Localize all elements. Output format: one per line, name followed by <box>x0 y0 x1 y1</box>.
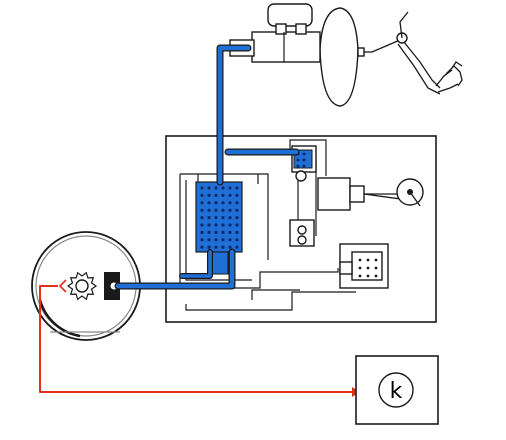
solenoid-dot <box>221 223 225 227</box>
solenoid-dot <box>235 223 239 227</box>
solenoid-dot <box>228 186 232 190</box>
solenoid-dot <box>207 216 211 220</box>
solenoid-dot <box>221 193 225 197</box>
solenoid-dot <box>228 208 232 212</box>
return-pump <box>317 177 424 211</box>
solenoid-dot <box>221 216 225 220</box>
solenoid-dot <box>207 186 211 190</box>
solenoid-dot <box>214 208 218 212</box>
solenoid-dot <box>221 245 225 249</box>
solenoid-dot <box>228 201 232 205</box>
hydraulic-lines <box>114 44 300 290</box>
solenoid-dot <box>228 193 232 197</box>
solenoid-dot <box>207 245 211 249</box>
control-unit: k <box>355 355 439 425</box>
solenoid-dot <box>200 193 204 197</box>
solenoid-dot <box>214 216 218 220</box>
brake-booster <box>319 7 372 107</box>
solenoid-dot <box>200 230 204 234</box>
solenoid-dot <box>235 193 239 197</box>
solenoid-dot <box>214 201 218 205</box>
solenoid-dot <box>221 208 225 212</box>
solenoid-dot <box>200 216 204 220</box>
accumulator <box>339 243 389 289</box>
solenoid-dot <box>221 230 225 234</box>
solenoid-dot-grid <box>200 186 239 249</box>
solenoid-dot <box>235 208 239 212</box>
brake-pedal <box>371 11 463 95</box>
solenoid-dot <box>207 208 211 212</box>
sensor-signal-wire <box>39 285 352 393</box>
outlet-valve <box>289 219 315 247</box>
solenoid-dot <box>221 201 225 205</box>
solenoid-valve <box>195 181 243 275</box>
solenoid-dot <box>200 238 204 242</box>
solenoid-dot <box>228 245 232 249</box>
solenoid-dot <box>228 223 232 227</box>
solenoid-dot <box>207 201 211 205</box>
solenoid-dot <box>235 238 239 242</box>
solenoid-dot <box>200 245 204 249</box>
solenoid-dot <box>200 223 204 227</box>
solenoid-dot <box>214 223 218 227</box>
control-unit-symbol: k <box>390 379 403 404</box>
solenoid-dot <box>221 186 225 190</box>
solenoid-dot <box>228 216 232 220</box>
wheel-speed-sensor <box>58 271 120 301</box>
master-cylinder <box>229 3 321 63</box>
solenoid-dot <box>235 186 239 190</box>
tachometer-dial-icon <box>378 372 414 408</box>
solenoid-dot <box>214 245 218 249</box>
solenoid-dot <box>221 238 225 242</box>
solenoid-dot <box>228 230 232 234</box>
solenoid-dot <box>214 193 218 197</box>
solenoid-dot <box>235 216 239 220</box>
solenoid-dot <box>214 230 218 234</box>
solenoid-dot <box>200 201 204 205</box>
solenoid-dot <box>235 245 239 249</box>
solenoid-dot <box>200 208 204 212</box>
solenoid-dot <box>235 201 239 205</box>
solenoid-dot <box>207 193 211 197</box>
solenoid-dot <box>200 186 204 190</box>
solenoid-dot <box>207 223 211 227</box>
solenoid-dot <box>228 238 232 242</box>
solenoid-dot <box>214 238 218 242</box>
solenoid-dot <box>207 238 211 242</box>
solenoid-dot <box>235 230 239 234</box>
solenoid-dot <box>214 186 218 190</box>
solenoid-dot <box>207 230 211 234</box>
